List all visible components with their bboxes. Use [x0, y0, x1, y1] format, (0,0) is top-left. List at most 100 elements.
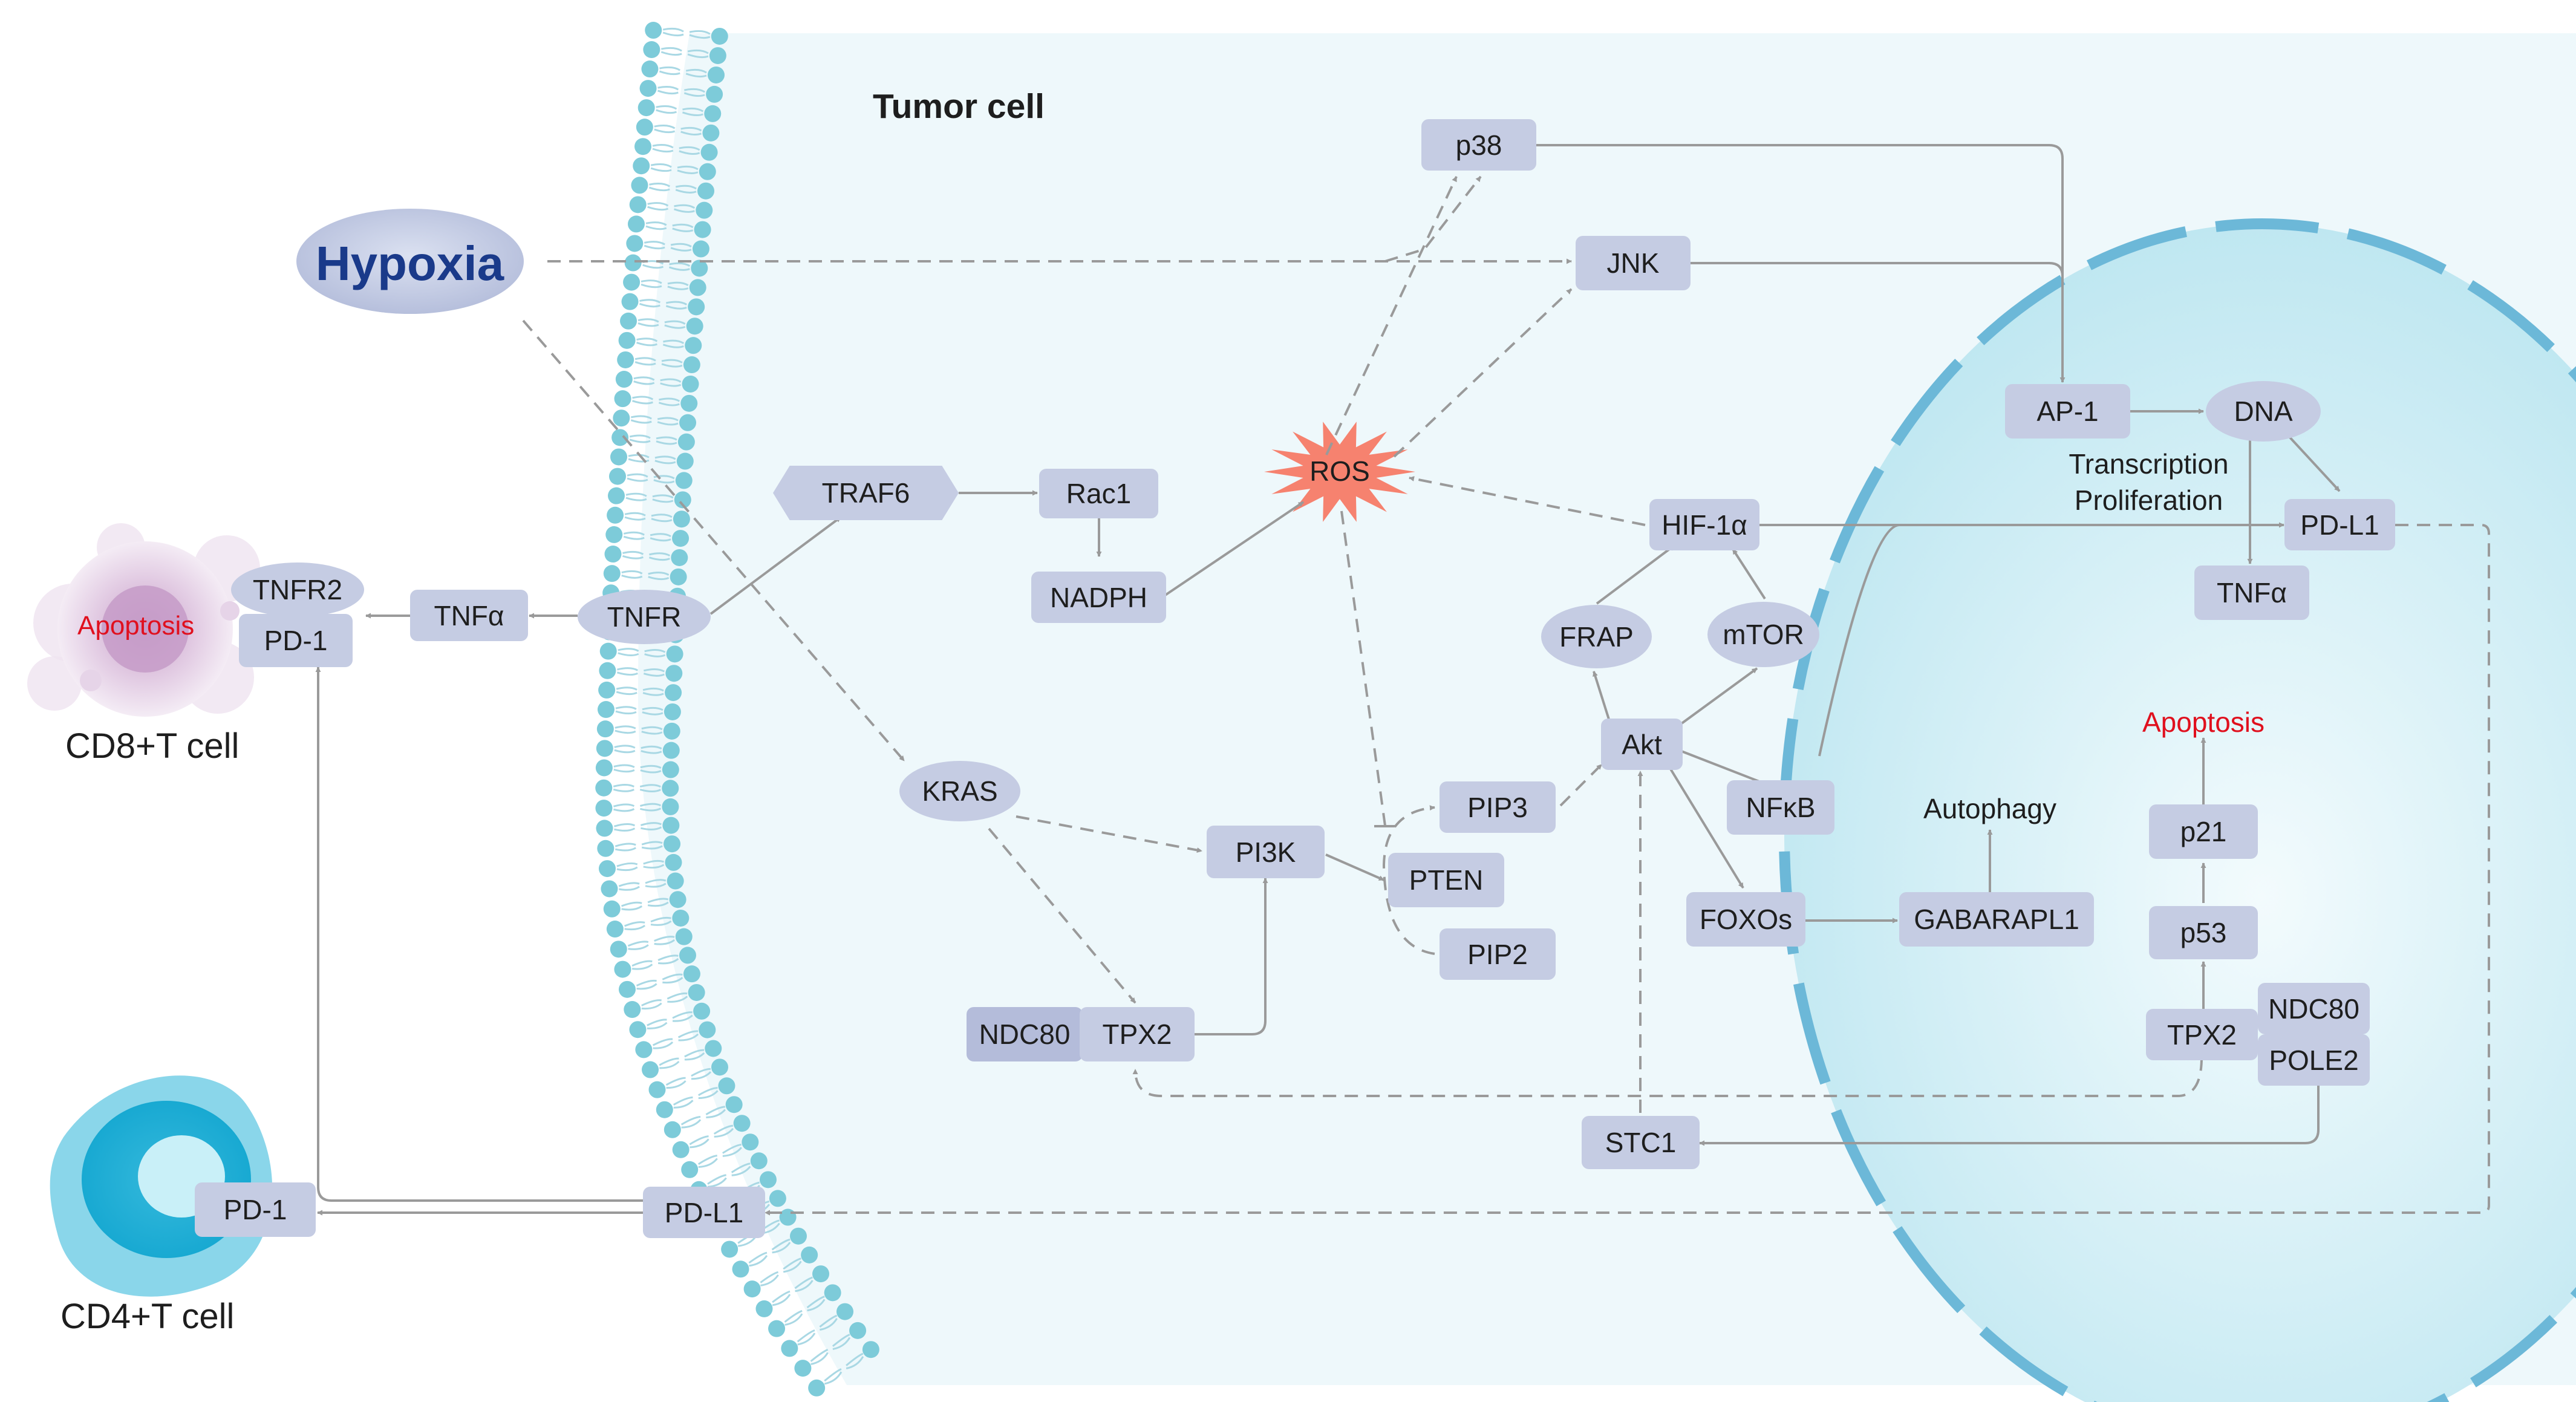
lipid-tail [731, 1166, 751, 1176]
lipid-tail [679, 150, 700, 155]
ros-label: ROS [1309, 455, 1370, 487]
lipid-tail [794, 1276, 813, 1290]
lipid-tail [636, 979, 657, 987]
lipid-tail [616, 686, 637, 691]
apoptosis-cd8-label: Apoptosis [77, 611, 195, 641]
lipid-head [623, 273, 641, 291]
lipid-tail [662, 344, 684, 348]
lipid-head [711, 1058, 728, 1076]
lipid-tail [614, 749, 636, 754]
lipid-tail [672, 227, 694, 232]
lipid-head [637, 99, 655, 117]
lipid-tail [714, 1127, 734, 1138]
lipid-tail [772, 1294, 791, 1306]
pdl1-nucleus-node: PD-L1 [2284, 499, 2395, 550]
lipid-tail [650, 916, 671, 923]
lipid-tail [652, 494, 674, 499]
lipid-tail [613, 764, 635, 768]
lipid-tail [691, 1071, 712, 1080]
lipid-head [697, 182, 715, 200]
lipid-tail [634, 357, 656, 362]
lipid-tail [652, 1038, 673, 1046]
lipid-head [675, 928, 693, 945]
lipid-head [691, 259, 708, 277]
lipid-tail [618, 882, 640, 887]
lipid-tail [654, 460, 676, 465]
lipid-tail [760, 1271, 779, 1283]
lipid-tail [621, 574, 643, 579]
lipid-head [725, 1096, 743, 1113]
lipid-head [681, 1161, 699, 1178]
lipid-head [692, 240, 709, 258]
lipid-tail [640, 807, 662, 812]
tnfr-node: TNFR [578, 590, 711, 644]
lipid-tail [641, 745, 662, 750]
lipid-tail [687, 53, 709, 59]
pip2-node: PIP2 [1440, 928, 1556, 980]
lipid-head [718, 1077, 735, 1095]
lipid-tail [824, 1371, 843, 1385]
lipid-head [836, 1303, 854, 1320]
lipid-tail [617, 667, 639, 671]
lipid-tail [657, 954, 679, 961]
lipid-tail [654, 124, 676, 129]
lipid-tail [690, 1138, 709, 1149]
lipid-tail [722, 1143, 742, 1154]
lipid-head [662, 780, 679, 797]
lipid-tail [648, 556, 670, 561]
lipid-tail [641, 1002, 662, 1010]
lipid-tail [666, 1080, 686, 1089]
lipid-tail [656, 436, 677, 441]
lipid-head [665, 665, 683, 682]
lipid-head [689, 279, 706, 296]
lipid-tail [615, 725, 636, 729]
lipid-tail [697, 1155, 717, 1166]
lipid-head [648, 1081, 666, 1098]
dashed-ros-to-pip3 [1340, 510, 1386, 826]
lipid-head [617, 351, 634, 368]
lipid-tail [643, 668, 665, 673]
lipid-head [629, 196, 647, 214]
lipid-tail [624, 921, 645, 927]
lipid-tail [680, 1115, 701, 1126]
pten-node: PTEN [1388, 853, 1504, 907]
lipid-head [682, 375, 699, 393]
lipid-head [742, 1133, 759, 1151]
lipid-head [621, 293, 639, 310]
dashed-pip2-to-pip3 [1382, 805, 1435, 955]
lipid-tail [772, 1290, 791, 1303]
lipid-tail [668, 266, 690, 271]
lipid-tail [641, 845, 663, 850]
lipid-head [595, 759, 613, 777]
nadph-node: NADPH [1031, 572, 1166, 623]
tpx2-cytoplasm-node: TPX2 [1080, 1007, 1195, 1061]
arrow-pole2-to-stc1 [1699, 1083, 2320, 1146]
lipid-tail [705, 1106, 725, 1115]
lipid-tail [772, 1242, 791, 1254]
lipid-head [686, 318, 703, 335]
lipid-head [635, 1041, 653, 1058]
lipid-head [624, 254, 642, 272]
lipid-head [688, 983, 705, 1001]
lipid-tail [633, 380, 655, 385]
lipid-tail [613, 768, 635, 773]
lipid-tail [678, 1033, 699, 1042]
lipid-tail [647, 901, 669, 907]
lipid-tail [673, 1100, 694, 1109]
lipid-head [683, 356, 700, 374]
lipid-tail [644, 653, 666, 657]
lipid-tail [654, 455, 676, 460]
lipid-tail [666, 301, 688, 305]
p53-node: p53 [2149, 906, 2258, 959]
lipid-head [663, 722, 680, 740]
lipid-tail [653, 475, 675, 480]
proliferation-label: Proliferation [2074, 484, 2223, 516]
lipid-tail [641, 999, 662, 1006]
lipid-tail [647, 202, 669, 207]
lipid-tail [654, 936, 675, 942]
lipid-head [662, 817, 680, 834]
lipid-tail [640, 769, 662, 774]
pip3-node: PIP3 [1440, 781, 1556, 833]
mtor-node: mTOR [1707, 602, 1819, 667]
autophagy-label: Autophagy [1923, 793, 2056, 824]
